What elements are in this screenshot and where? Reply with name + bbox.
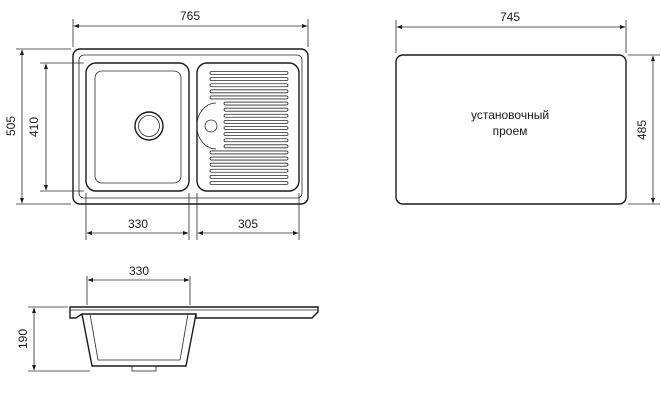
dimension-485-label: 485 — [635, 120, 649, 140]
sink-top-view: 765 505 410 330 305 — [4, 9, 309, 240]
cutout-label-line1: установочный — [471, 108, 549, 122]
dimension-330-section: 330 — [86, 264, 191, 305]
sink-outer-outline — [72, 48, 309, 205]
drainboard-rib — [223, 126, 289, 130]
dimension-745: 745 — [395, 10, 627, 53]
bowl-outline — [85, 62, 190, 192]
dimension-330-section-label: 330 — [129, 264, 149, 278]
section-bowl-inner — [89, 313, 189, 361]
drainboard-rib — [223, 138, 289, 143]
sink-inner-rim — [78, 54, 303, 199]
dimension-485: 485 — [628, 54, 660, 205]
dimension-410: 410 — [27, 62, 84, 192]
drainboard-rib — [209, 89, 289, 94]
drainboard-rib — [209, 162, 289, 167]
drainboard-rib — [209, 95, 289, 100]
dimension-330-top-label: 330 — [128, 217, 148, 231]
drainboard-rib — [223, 107, 289, 112]
dimension-330-top: 330 — [85, 193, 190, 240]
drainboard-rib — [223, 132, 289, 137]
drainboard-rib — [209, 150, 289, 155]
cutout-view: 745 485 установочный проем — [395, 10, 660, 205]
dimension-410-label: 410 — [27, 117, 41, 137]
cutout-label-line2: проем — [493, 124, 528, 138]
drain-outer — [134, 111, 164, 141]
drainboard-rib — [209, 77, 289, 82]
dimension-765: 765 — [72, 9, 309, 47]
bowl-inner — [94, 70, 182, 184]
drain-inner — [138, 115, 160, 137]
dimension-305-label: 305 — [238, 217, 258, 231]
drainboard-rib — [223, 101, 289, 106]
drainboard-rib — [209, 181, 289, 185]
section-rim — [69, 306, 319, 319]
drainboard-rib — [223, 119, 289, 124]
drainboard-rib — [209, 71, 289, 75]
dimension-765-label: 765 — [180, 9, 200, 23]
drainboard-rib — [223, 144, 289, 149]
dimension-505-label: 505 — [4, 116, 18, 136]
sink-section-view: 330 190 — [16, 264, 319, 372]
drainboard-rib — [209, 83, 289, 88]
drainboard-rib — [209, 156, 289, 161]
dimension-745-label: 745 — [500, 10, 520, 24]
drainboard-rib — [209, 174, 289, 179]
dimension-505: 505 — [4, 48, 71, 205]
section-bowl — [81, 313, 197, 367]
cutout-outline — [395, 54, 627, 205]
dimension-190: 190 — [16, 306, 90, 372]
drainboard-outline — [196, 62, 300, 192]
drainboard-rib — [223, 113, 289, 118]
drainboard-rib — [209, 168, 289, 173]
drainboard-ribs — [209, 71, 289, 185]
dimension-190-label: 190 — [16, 329, 30, 349]
section-drain — [131, 365, 157, 372]
dimension-305: 305 — [196, 193, 300, 240]
overflow-recess — [196, 102, 217, 150]
overflow-hole — [204, 119, 218, 133]
